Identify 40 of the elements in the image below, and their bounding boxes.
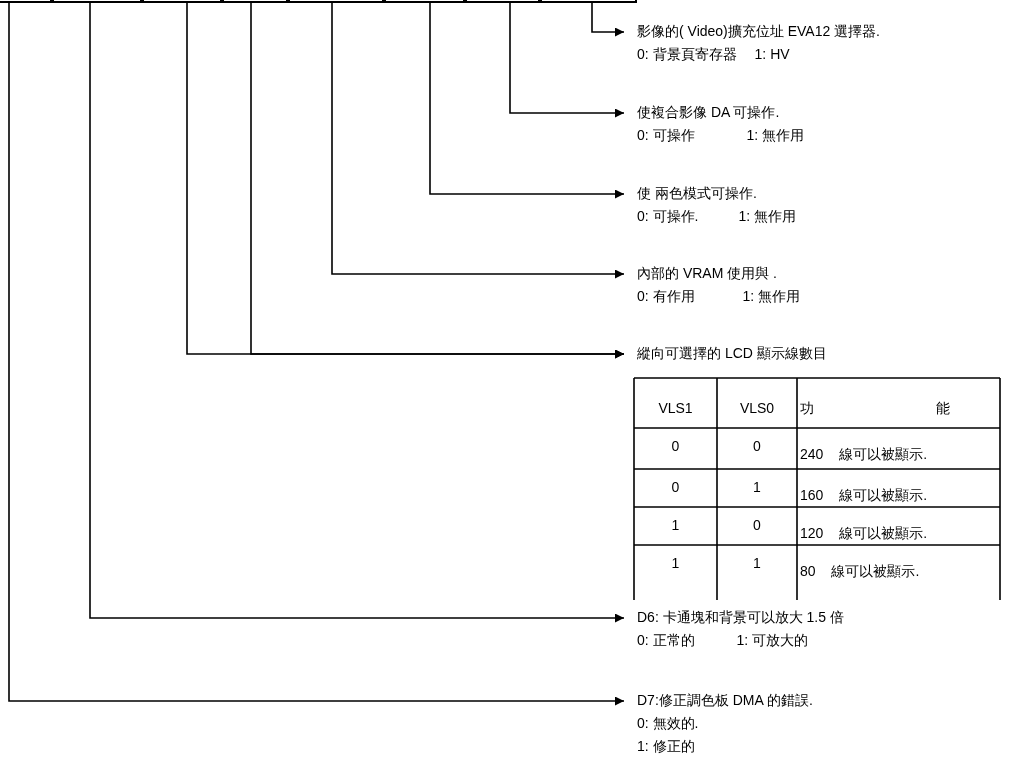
bit-description: 影像的( Video)擴充位址 EVA12 選擇器. [637,22,880,41]
arrow [591,2,625,37]
bit-option: 1: 可放大的 [736,629,809,652]
table-cell-text: 0 [670,479,681,495]
table-cell: 120 線可以被顯示. [800,525,928,543]
arrow [89,2,625,623]
bit-option: 0: 無效的. [637,712,699,735]
bit-description: 縱向可選擇的 LCD 顯示線數目 [637,344,827,363]
bit-option: 1: 無作用 [742,285,801,308]
bit-option: 1: 無作用 [746,124,805,147]
table-cell: 160 線可以被顯示. [800,487,928,505]
table-cell: 80 線可以被顯示. [800,563,920,581]
arrow [509,2,625,118]
bit-option: 0: 可操作. [637,205,699,228]
arrow [331,2,625,279]
bit-option: 1: 無作用 [738,205,797,228]
bit-description: 使 兩色模式可操作. [637,184,757,203]
bit-option: 0: 有作用 [637,285,695,308]
table-cell-text: 1 [752,479,762,495]
bit-option: 0: 可操作 [637,124,695,147]
arrow [429,2,625,199]
table-cell-text: 0 [670,438,681,454]
bit-description: D6: 卡通塊和背景可以放大 1.5 倍 [637,608,844,627]
table-cell-text: 0 [752,438,762,454]
table-cell-text: 1 [670,555,681,571]
bit-option: 0: 背景頁寄存器 [637,43,737,66]
bit-option: 0: 正常的 [637,629,695,652]
bit-description: 內部的 VRAM 使用與 . [637,264,777,283]
arrow [8,2,625,706]
column-header: VLS1 [657,400,694,416]
bit-description: 使複合影像 DA 可操作. [637,103,780,122]
table-cell-text: 1 [670,517,681,533]
bit-option: 1: 修正的 [637,735,695,758]
bit-description: D7:修正調色板 DMA 的錯誤. [637,691,813,710]
bit-option: 1: HV [754,43,790,66]
table-cell-text: 0 [752,517,762,533]
table-cell: 240 線可以被顯示. [800,446,928,464]
table-cell-text: 1 [752,555,762,571]
column-header: 功 能 [800,400,950,418]
column-header: VLS0 [738,400,776,416]
